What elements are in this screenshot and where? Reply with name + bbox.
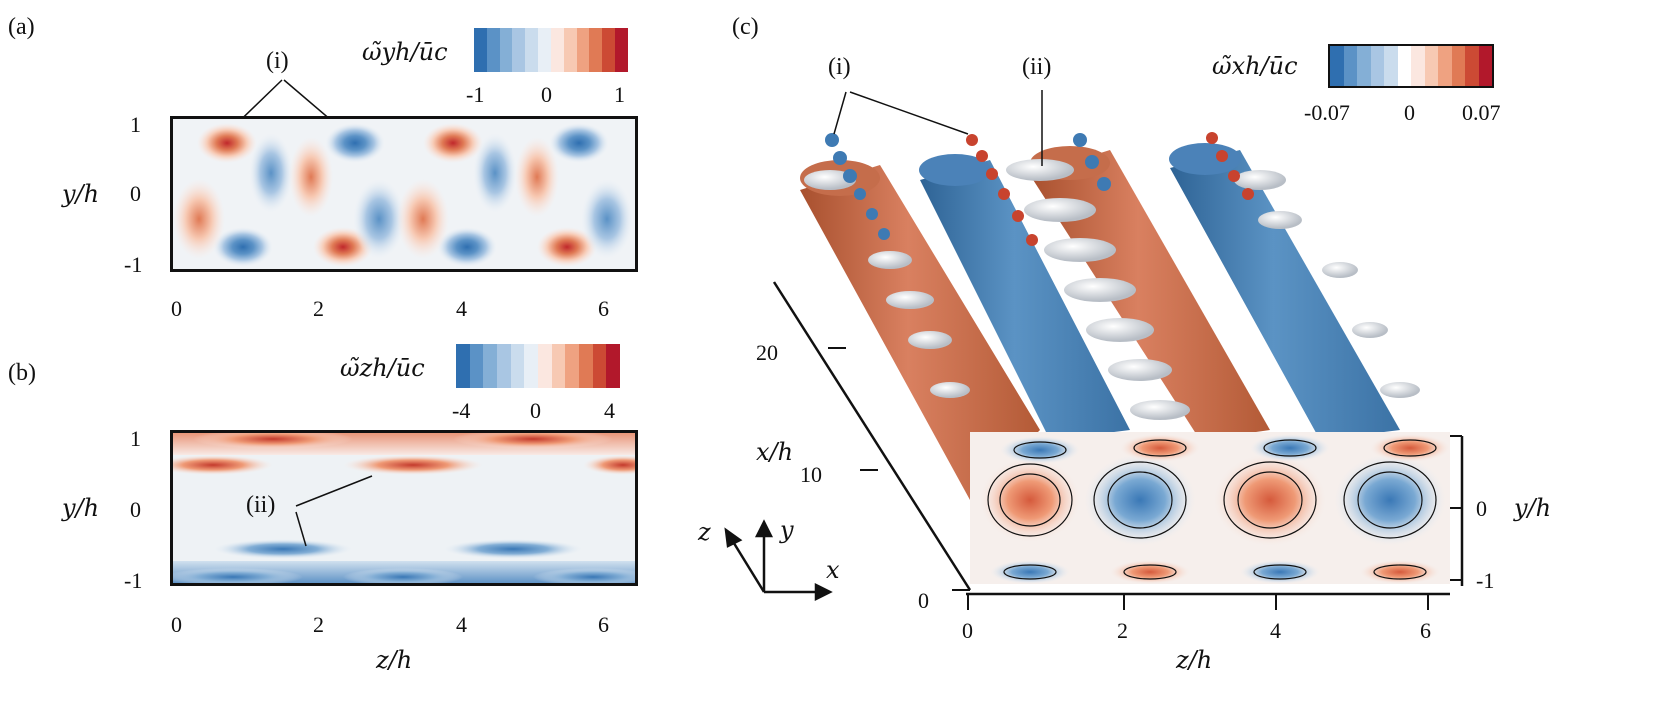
panel-b-vorticity-field: [173, 433, 635, 583]
annotation-c-ii: (ii): [1022, 54, 1052, 80]
colorbar-a-title: ω̃yh/ūc: [362, 38, 448, 66]
panel-b-xtick-6: 6: [598, 612, 609, 637]
colorbar-swatch: [538, 344, 552, 388]
panel-b-contour-plot: [170, 430, 638, 586]
colorbar-swatch: [1438, 46, 1452, 86]
panel-a-xtick-6: 6: [598, 296, 609, 321]
colorbar-swatch: [1384, 46, 1398, 86]
annotation-c-i: (i): [828, 54, 851, 80]
triad-x-label: x: [826, 556, 840, 584]
panel-a-xtick-0: 0: [171, 296, 182, 321]
panel-a-ytick-0: 0: [130, 181, 141, 206]
panel-a-label: (a): [8, 14, 35, 40]
colorbar-b: [456, 344, 621, 388]
colorbar-swatch: [510, 344, 525, 388]
panel-a-xtick-4: 4: [456, 296, 467, 321]
colorbar-swatch: [1465, 46, 1479, 86]
colorbar-a-tick-min: -1: [466, 82, 485, 107]
colorbar-c-title: ω̃xh/ūc: [1212, 52, 1298, 80]
colorbar-b-tick-mid: 0: [530, 398, 541, 423]
triad-y-label: y: [780, 516, 794, 544]
annotation-a-i: (i): [266, 48, 289, 74]
panel-a-ytick-1: 1: [130, 112, 141, 137]
panel-b-x-axis-label: z/h: [376, 646, 413, 674]
colorbar-swatch: [565, 344, 580, 388]
panel-b-ytick-m1: -1: [124, 568, 143, 593]
colorbar-swatch: [615, 28, 628, 72]
colorbar-swatch: [1330, 46, 1344, 86]
colorbar-swatch: [592, 344, 607, 388]
panel-a-contour-plot: [170, 116, 638, 272]
panel-c-label: (c): [732, 14, 759, 40]
colorbar-swatch: [483, 344, 498, 388]
colorbar-b-tick-min: -4: [452, 398, 471, 423]
colorbar-b-tick-max: 4: [604, 398, 615, 423]
colorbar-swatch: [538, 28, 551, 72]
panel-b-xtick-0: 0: [171, 612, 182, 637]
colorbar-c-tick-mid: 0: [1404, 100, 1415, 125]
panel-a-vorticity-field: [173, 119, 635, 269]
panel-c-ytick-m1: -1: [1476, 568, 1495, 593]
colorbar-swatch: [550, 28, 564, 72]
colorbar-swatch: [469, 344, 484, 388]
colorbar-swatch: [1451, 46, 1465, 86]
colorbar-swatch: [576, 28, 590, 72]
panel-b-xtick-2: 2: [313, 612, 324, 637]
panel-c-ztick-2: 2: [1117, 618, 1128, 643]
colorbar-swatch: [606, 344, 621, 388]
panel-c-ytick-0: 0: [1476, 496, 1487, 521]
panel-c-ztick-4: 4: [1270, 618, 1281, 643]
panel-a-xtick-2: 2: [313, 296, 324, 321]
panel-b-y-axis-label: y/h: [62, 494, 100, 522]
panel-c-ztick-6: 6: [1420, 618, 1431, 643]
panel-c-xtick-0: 0: [918, 588, 929, 613]
annotation-b-leader-lines: [295, 475, 373, 547]
panel-c-ztick-0: 0: [962, 618, 973, 643]
colorbar-swatch: [551, 344, 566, 388]
colorbar-c-tick-min: -0.07: [1304, 100, 1350, 125]
annotation-b-ii: (ii): [246, 492, 276, 518]
colorbar-swatch: [1424, 46, 1438, 86]
colorbar-swatch: [1478, 46, 1492, 86]
colorbar-swatch: [1370, 46, 1384, 86]
colorbar-swatch: [1397, 46, 1411, 86]
colorbar-c: [1328, 44, 1494, 88]
colorbar-c-tick-max: 0.07: [1462, 100, 1501, 125]
colorbar-swatch: [579, 344, 593, 388]
colorbar-swatch: [1357, 46, 1371, 86]
colorbar-swatch: [474, 28, 487, 72]
colorbar-swatch: [499, 28, 513, 72]
panel-c-xtick-10: 10: [800, 462, 822, 487]
triad-z-label: z: [698, 518, 711, 546]
colorbar-swatch: [525, 28, 539, 72]
colorbar-swatch: [456, 344, 470, 388]
panel-c-y-axis-label: y/h: [1514, 494, 1552, 522]
panel-a-y-axis-label: y/h: [62, 180, 100, 208]
colorbar-a: [474, 28, 628, 72]
panel-b-xtick-4: 4: [456, 612, 467, 637]
colorbar-swatch: [1343, 46, 1357, 86]
panel-c-z-axis-label: z/h: [1176, 646, 1213, 674]
colorbar-swatch: [563, 28, 577, 72]
colorbar-swatch: [1411, 46, 1425, 86]
panel-c-3d-render: [724, 90, 1464, 610]
panel-a-ytick-m1: -1: [124, 252, 143, 277]
panel-c-x-axis-label: x/h: [756, 438, 794, 466]
colorbar-swatch: [524, 344, 539, 388]
colorbar-swatch: [512, 28, 526, 72]
panel-c-cross-section: [970, 432, 1450, 584]
colorbar-swatch: [486, 28, 500, 72]
colorbar-swatch: [602, 28, 616, 72]
panel-c-xtick-20: 20: [756, 340, 778, 365]
colorbar-swatch: [497, 344, 511, 388]
colorbar-b-title: ω̃zh/ūc: [340, 354, 425, 382]
panel-b-ytick-1: 1: [130, 426, 141, 451]
colorbar-a-tick-mid: 0: [541, 82, 552, 107]
colorbar-a-tick-max: 1: [614, 82, 625, 107]
panel-b-ytick-0: 0: [130, 497, 141, 522]
panel-b-label: (b): [8, 360, 36, 386]
colorbar-swatch: [589, 28, 603, 72]
